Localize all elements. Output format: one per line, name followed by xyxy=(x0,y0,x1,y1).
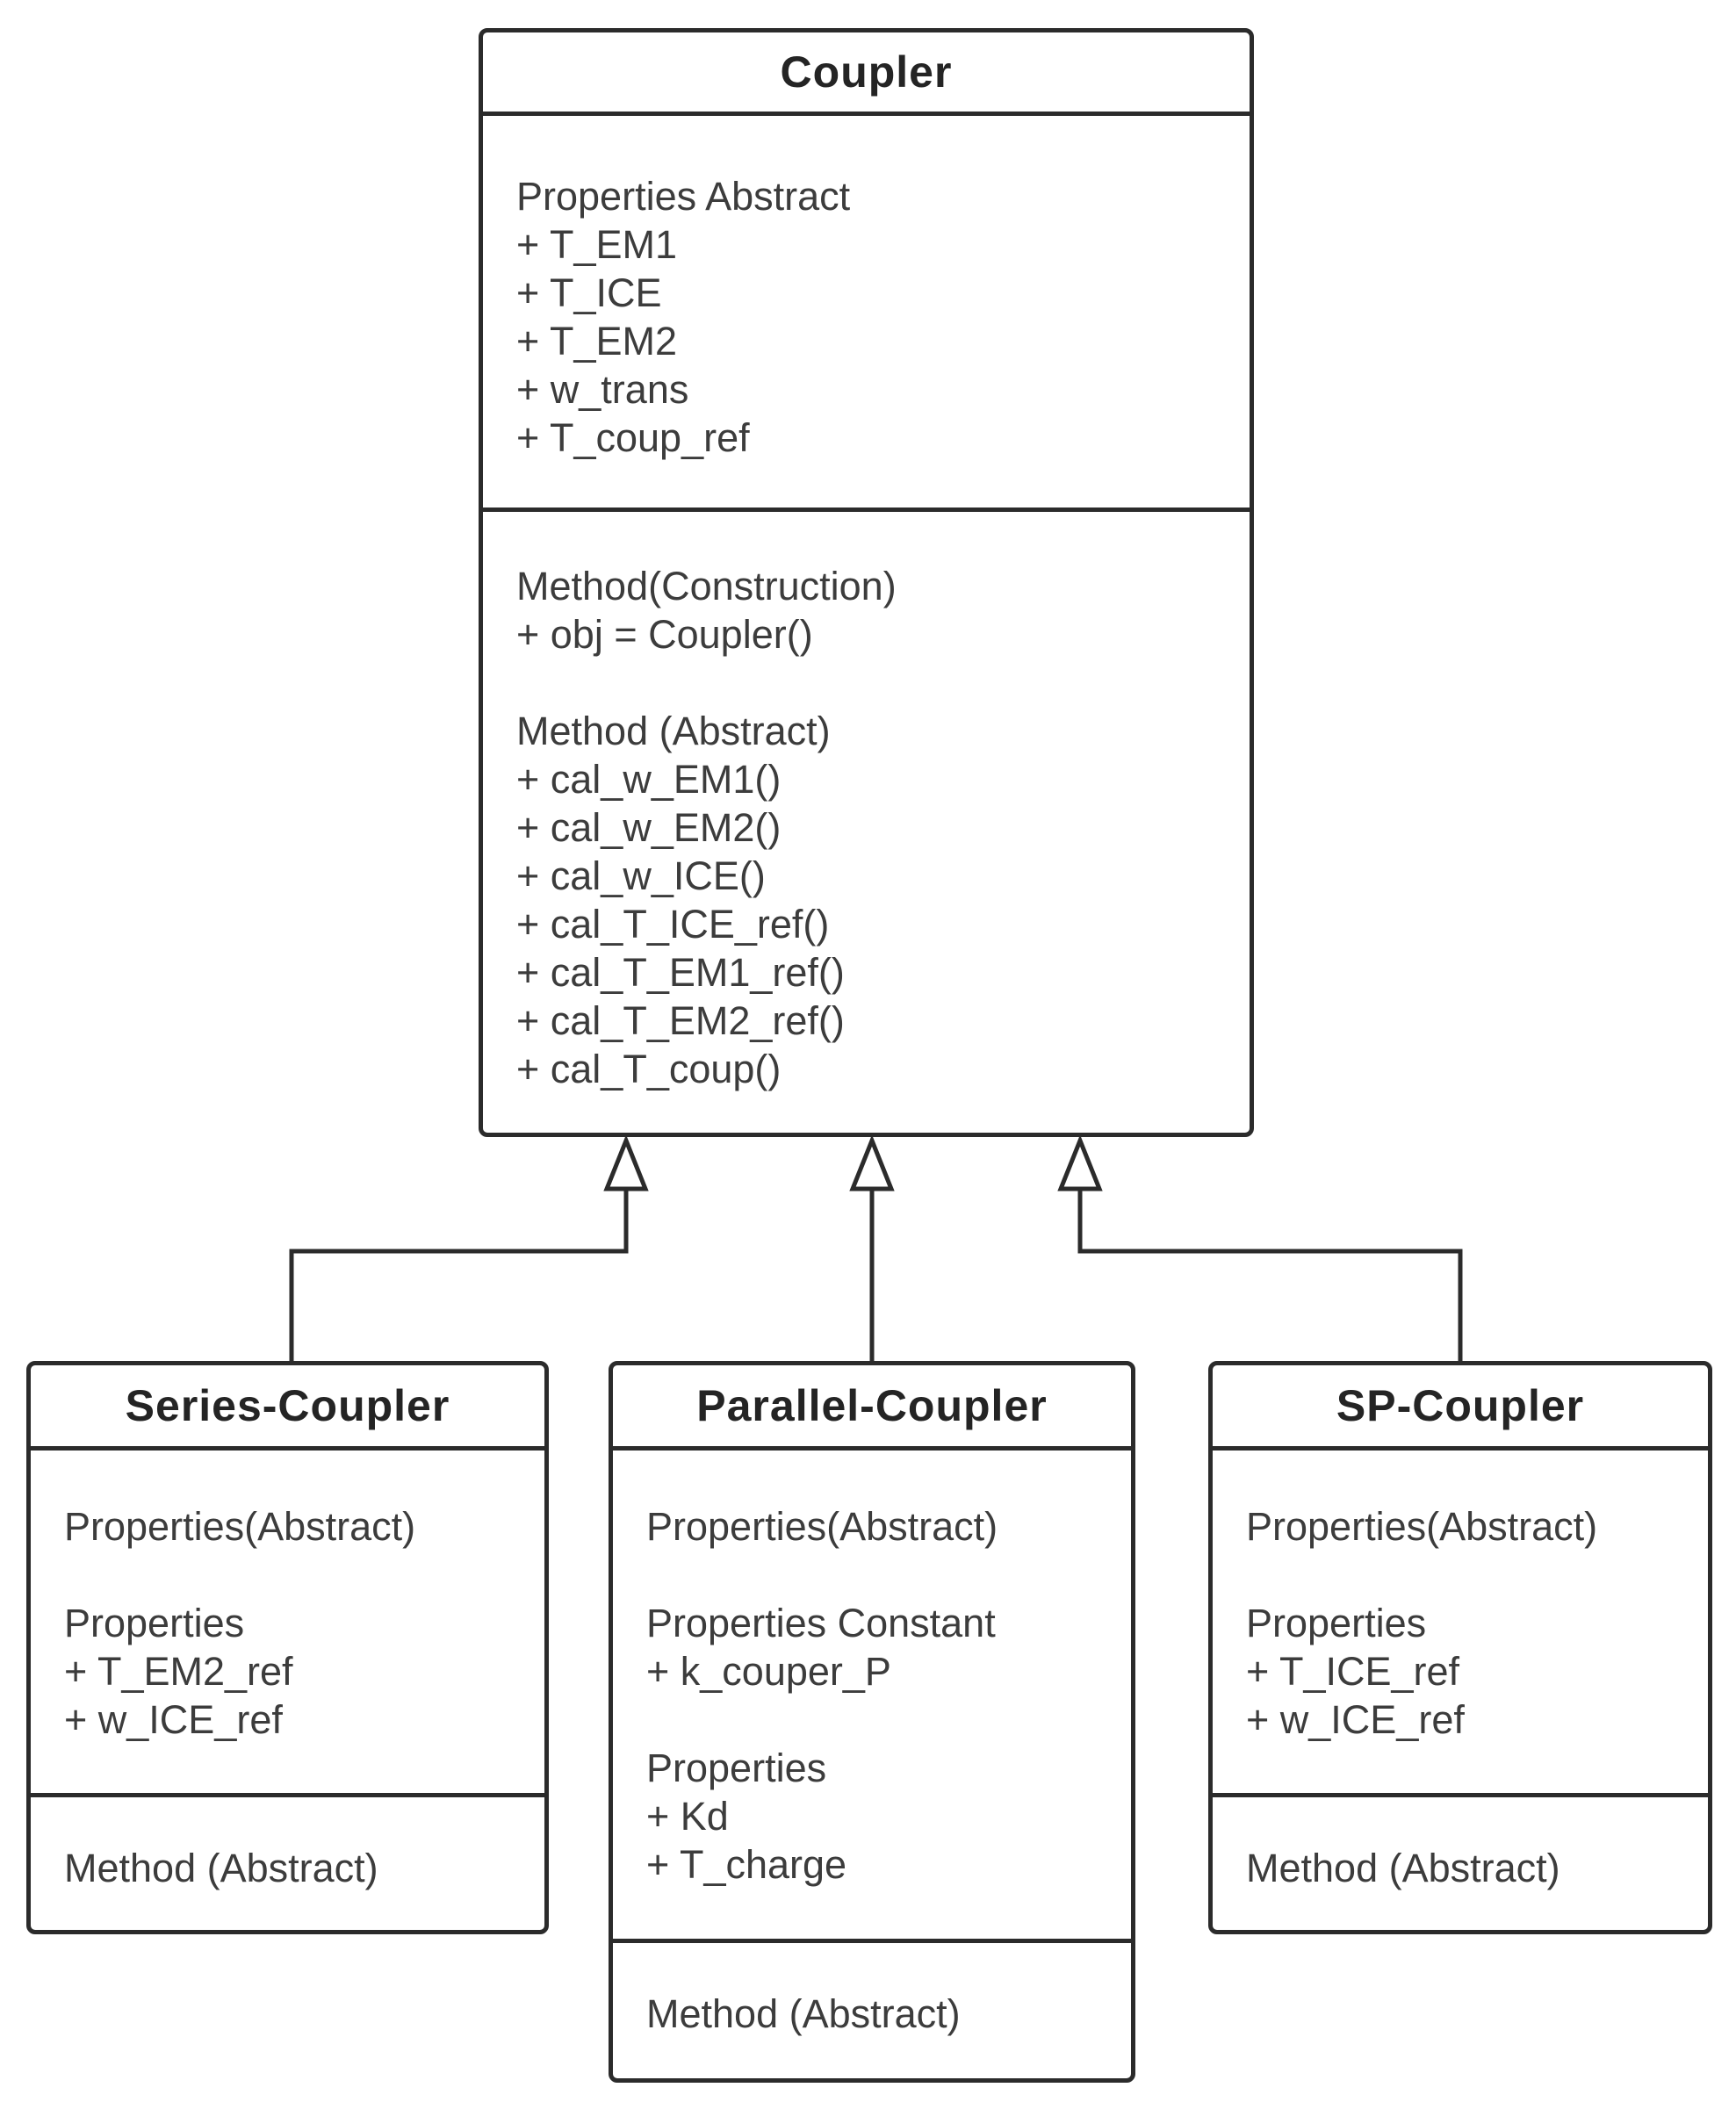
hollow-triangle-arrowhead xyxy=(1057,1134,1103,1191)
hollow-triangle-arrowhead xyxy=(849,1134,895,1191)
property-line: Properties Abstract xyxy=(516,174,851,219)
method-line: + cal_w_EM2() xyxy=(516,805,782,850)
class-box-series-coupler: Series-Coupler Properties(Abstract) Prop… xyxy=(26,1361,549,1934)
coupler-properties-section: Properties Abstract + T_EM1 + T_ICE + T_… xyxy=(483,116,1250,512)
property-line: + w_ICE_ref xyxy=(1246,1697,1465,1742)
class-title-parallel-coupler: Parallel-Coupler xyxy=(613,1365,1131,1451)
property-line: + T_EM2_ref xyxy=(64,1649,293,1694)
class-title-coupler: Coupler xyxy=(483,32,1250,116)
method-line: + cal_w_ICE() xyxy=(516,853,766,898)
property-line: + T_ICE xyxy=(516,270,662,315)
property-line: Properties xyxy=(1246,1601,1427,1645)
property-line xyxy=(31,1551,544,1599)
property-line: + k_couper_P xyxy=(646,1649,891,1694)
parallel-properties-section: Properties(Abstract) Properties Constant… xyxy=(613,1451,1131,1943)
method-line: + obj = Coupler() xyxy=(516,612,813,657)
property-line: Properties xyxy=(64,1601,245,1645)
class-title-sp-coupler: SP-Coupler xyxy=(1213,1365,1708,1451)
method-line: + cal_T_ICE_ref() xyxy=(516,902,830,947)
class-box-coupler: Coupler Properties Abstract + T_EM1 + T_… xyxy=(479,28,1254,1137)
property-line: Properties(Abstract) xyxy=(646,1504,998,1549)
hollow-triangle-arrowhead xyxy=(603,1134,649,1191)
parallel-methods-section: Method (Abstract) xyxy=(613,1943,1131,2078)
property-line: + T_coup_ref xyxy=(516,415,750,460)
property-line: + w_trans xyxy=(516,367,689,412)
method-line xyxy=(483,659,1250,707)
property-line: + T_EM2 xyxy=(516,319,678,364)
property-line: Properties Constant xyxy=(646,1601,996,1645)
property-line: + Kd xyxy=(646,1794,729,1839)
method-line: Method (Abstract) xyxy=(64,1846,378,1890)
method-line: + cal_T_EM1_ref() xyxy=(516,950,845,995)
method-line: Method(Construction) xyxy=(516,564,897,608)
sp-properties-section: Properties(Abstract) Properties + T_ICE_… xyxy=(1213,1451,1708,1797)
property-line: + T_charge xyxy=(646,1842,847,1887)
class-box-parallel-coupler: Parallel-Coupler Properties(Abstract) Pr… xyxy=(609,1361,1135,2083)
inheritance-connector-parallel xyxy=(849,1134,895,1363)
series-properties-section: Properties(Abstract) Properties + T_EM2_… xyxy=(31,1451,544,1797)
property-line: + T_EM1 xyxy=(516,222,678,267)
class-title-series-coupler: Series-Coupler xyxy=(31,1365,544,1451)
method-line: Method (Abstract) xyxy=(516,709,831,753)
property-line: Properties xyxy=(646,1746,827,1790)
method-line: Method (Abstract) xyxy=(646,1991,961,2036)
property-line: + w_ICE_ref xyxy=(64,1697,283,1742)
coupler-methods-section: Method(Construction) + obj = Coupler() M… xyxy=(483,512,1250,1133)
method-line: + cal_w_EM1() xyxy=(516,757,782,802)
property-line xyxy=(613,1695,1131,1744)
property-line: Properties(Abstract) xyxy=(64,1504,416,1549)
property-line xyxy=(1213,1551,1708,1599)
method-line: + cal_T_EM2_ref() xyxy=(516,998,845,1043)
method-line: Method (Abstract) xyxy=(1246,1846,1560,1890)
property-line xyxy=(613,1551,1131,1599)
sp-methods-section: Method (Abstract) xyxy=(1213,1797,1708,1930)
property-line: Properties(Abstract) xyxy=(1246,1504,1598,1549)
method-line: + cal_T_coup() xyxy=(516,1047,782,1091)
class-box-sp-coupler: SP-Coupler Properties(Abstract) Properti… xyxy=(1208,1361,1712,1934)
property-line: + T_ICE_ref xyxy=(1246,1649,1460,1694)
series-methods-section: Method (Abstract) xyxy=(31,1797,544,1930)
inheritance-connector-series xyxy=(289,1134,649,1363)
inheritance-connector-sp xyxy=(1057,1134,1463,1363)
